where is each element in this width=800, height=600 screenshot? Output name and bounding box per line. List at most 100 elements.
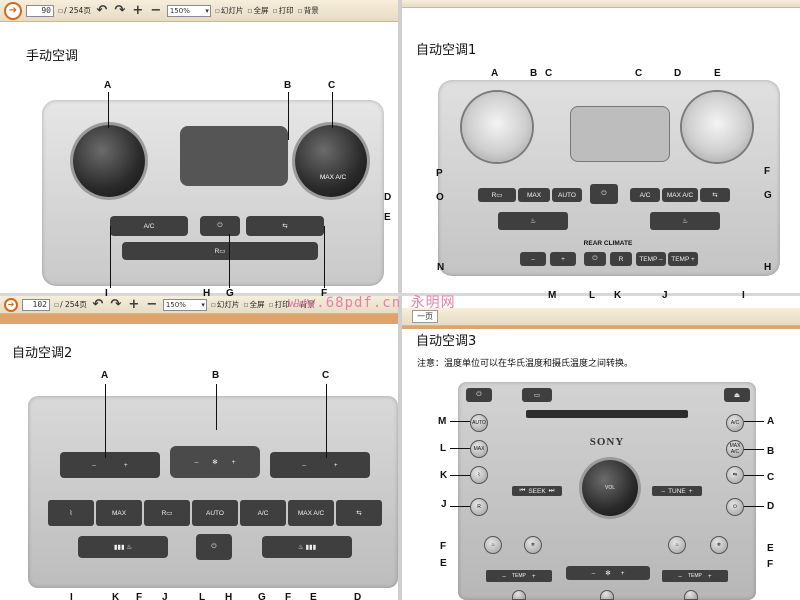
tune-button[interactable]: – TUNE + (652, 486, 702, 496)
print-button[interactable]: 打印 (269, 299, 290, 310)
seek-button[interactable]: ⏮ SEEK ⏭ (512, 486, 562, 496)
page-number-input[interactable]: 90 (26, 4, 54, 17)
fullscreen-button[interactable]: 全屏 (247, 5, 269, 16)
left-cooled-seat-button[interactable]: ❄ (524, 536, 542, 554)
max-ac-button[interactable]: MAX A/C (288, 500, 334, 526)
temperature-knob[interactable] (295, 125, 367, 197)
eject-button[interactable]: ⏏ (724, 388, 750, 402)
rear-temp-plus-button[interactable]: TEMP + (668, 252, 698, 266)
right-heated-seat-button[interactable]: ♨ (668, 536, 686, 554)
media-button[interactable]: ▭ (522, 388, 552, 402)
recirculation-button[interactable]: ⇆ (700, 188, 730, 202)
right-temp-plus[interactable]: + (333, 461, 338, 469)
left-heated-seat-button[interactable]: ▮▮▮ ♨ (78, 536, 168, 558)
right-temp-control[interactable]: – + (270, 452, 370, 478)
redo-icon[interactable]: ↷ (110, 297, 122, 312)
right-temp-plus[interactable]: + (707, 572, 712, 580)
ac-button[interactable]: A/C (630, 188, 660, 202)
rear-fan-minus-button[interactable]: – (520, 252, 546, 266)
print-button[interactable]: 打印 (273, 5, 294, 16)
undo-icon[interactable]: ↶ (96, 3, 108, 18)
zoom-out-icon[interactable]: − (146, 297, 158, 312)
left-temp-minus[interactable]: – (92, 461, 96, 469)
right-temp-dial[interactable] (684, 590, 698, 600)
air-distribution-cluster[interactable] (180, 126, 288, 186)
power-button[interactable]: ⏻ (200, 216, 240, 236)
zoom-in-icon[interactable]: + (128, 297, 140, 312)
ac-button[interactable]: A/C (110, 216, 188, 236)
max-ac-button[interactable]: MAX A/C (662, 188, 698, 202)
right-temperature-knob[interactable] (682, 92, 752, 162)
volume-knob[interactable] (582, 460, 638, 516)
ac-button[interactable]: A/C (240, 500, 286, 526)
slideshow-button[interactable]: 幻灯片 (215, 5, 244, 16)
right-temp-minus[interactable]: – (302, 461, 306, 469)
fullscreen-button[interactable]: 全屏 (243, 299, 265, 310)
background-button[interactable]: 背景 (298, 5, 319, 16)
rear-temp-minus-button[interactable]: TEMP – (636, 252, 666, 266)
right-temp-control[interactable]: – TEMP + (662, 570, 728, 582)
zoom-select[interactable]: 150% (162, 298, 207, 311)
air-distribution-cluster[interactable] (570, 106, 670, 162)
left-temp-control[interactable]: – TEMP + (486, 570, 552, 582)
left-heated-seat-button[interactable]: ♨ (484, 536, 502, 554)
left-temp-plus[interactable]: + (531, 572, 536, 580)
redo-icon[interactable]: ↷ (114, 3, 126, 18)
recirculation-button[interactable]: ⇆ (336, 500, 382, 526)
climate-power-button[interactable]: ⏻ (726, 498, 744, 516)
back-nav-icon[interactable]: ➜ (4, 297, 18, 312)
fan-minus[interactable]: – (194, 458, 199, 466)
zoom-out-icon[interactable]: − (150, 3, 162, 18)
max-defrost-button[interactable]: MAX (96, 500, 142, 526)
undo-icon[interactable]: ↶ (92, 297, 104, 312)
right-heated-seat-button[interactable]: ♨ ▮▮▮ (262, 536, 352, 558)
right-cooled-seat-button[interactable]: ❄ (710, 536, 728, 554)
power-button[interactable]: ⏻ (196, 534, 232, 560)
rear-defrost-button[interactable]: R▭ (122, 242, 318, 260)
zoom-select[interactable]: 150% (166, 4, 211, 17)
left-temp-minus[interactable]: – (502, 572, 506, 580)
left-temp-plus[interactable]: + (123, 461, 128, 469)
power-button[interactable]: ⏻ (466, 388, 492, 402)
fan-plus[interactable]: + (620, 569, 625, 577)
ac-button[interactable]: A/C (726, 414, 744, 432)
right-heated-seat-button[interactable]: ♨ (650, 212, 720, 230)
callout-L: L (199, 592, 206, 600)
rear-defrost-button[interactable]: R▭ (478, 188, 516, 202)
cd-slot[interactable] (526, 410, 688, 418)
right-temp-minus[interactable]: – (678, 572, 682, 580)
fan-dial[interactable] (600, 590, 614, 600)
left-temp-dial[interactable] (512, 590, 526, 600)
auto-button[interactable]: AUTO (192, 500, 238, 526)
zoom-in-icon[interactable]: + (132, 3, 144, 18)
power-button[interactable]: ⏻ (590, 184, 618, 204)
page-number-input[interactable]: 102 (22, 298, 50, 311)
max-ac-button[interactable]: MAX A/C (726, 440, 744, 458)
background-button[interactable]: 背景 (294, 299, 315, 310)
auto-button[interactable]: AUTO (552, 188, 582, 202)
max-defrost-button[interactable]: MAX (470, 440, 488, 458)
fan-plus[interactable]: + (231, 458, 236, 466)
fan-minus[interactable]: – (591, 569, 596, 577)
defrost-button[interactable]: ⌇ (48, 500, 94, 526)
rear-power-button[interactable]: ⏻ (584, 252, 606, 266)
rear-fan-plus-button[interactable]: + (550, 252, 576, 266)
fan-speed-control[interactable]: – ✻ + (566, 566, 650, 580)
auto-button[interactable]: AUTO (470, 414, 488, 432)
fan-speed-control[interactable]: – ✻ + (170, 446, 260, 478)
left-heated-seat-button[interactable]: ♨ (498, 212, 568, 230)
slideshow-button[interactable]: 幻灯片 (211, 299, 240, 310)
defrost-button[interactable]: ⌇ (470, 466, 488, 484)
recirculation-button[interactable]: ⇆ (726, 466, 744, 484)
max-defrost-button[interactable]: MAX (518, 188, 550, 202)
left-temperature-knob[interactable] (462, 92, 532, 162)
rear-lock-button[interactable]: R (610, 252, 632, 266)
recirculation-button[interactable]: ⇆ (246, 216, 324, 236)
left-temp-control[interactable]: – + (60, 452, 160, 478)
fan-speed-knob[interactable] (73, 125, 145, 197)
single-page-tab[interactable]: 一页 (412, 310, 438, 323)
back-nav-icon[interactable]: ➜ (4, 1, 22, 20)
leader-line (744, 506, 764, 507)
rear-defrost-button[interactable]: R (470, 498, 488, 516)
rear-defrost-button[interactable]: R▭ (144, 500, 190, 526)
